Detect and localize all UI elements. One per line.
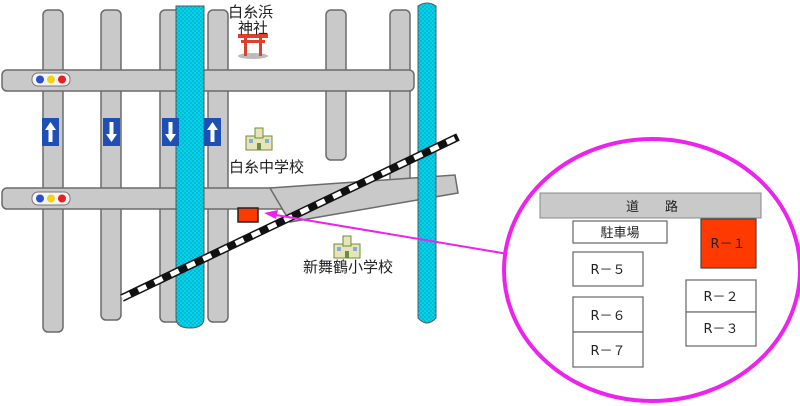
lot-r2 (685, 279, 757, 313)
detail-road-label: 道 路 (626, 199, 678, 215)
lot-r5 (572, 251, 644, 287)
road-vertical-1 (42, 9, 64, 333)
lot-r5-label: R－５ (590, 263, 625, 278)
callout-pointer (264, 210, 509, 255)
zoom-callout-circle (502, 137, 800, 403)
arrow-down-icon (103, 118, 120, 146)
parking-label: 駐車場 (600, 226, 639, 241)
torii-icon (238, 34, 268, 59)
destination-marker (237, 207, 259, 223)
parking-lot (572, 220, 668, 244)
school-icon (245, 127, 273, 151)
river-right (417, 2, 437, 324)
detail-road (539, 192, 762, 219)
traffic-signal-icon (31, 72, 71, 87)
shrine-label: 白糸浜 神社 (228, 3, 278, 37)
lot-r3 (685, 311, 757, 347)
road-vertical-4 (207, 9, 229, 323)
middle-school-label: 白糸中学校 (229, 158, 304, 176)
rivers (175, 2, 437, 329)
lot-r6-label: R－６ (590, 309, 625, 324)
lot-r7 (572, 331, 644, 368)
lot-r1 (700, 218, 757, 269)
lot-r3-label: R－３ (703, 322, 738, 337)
road-horizontal-top (1, 69, 415, 92)
road-diagonal (268, 174, 459, 223)
lot-r2-label: R－２ (703, 290, 738, 305)
arrow-up-icon (42, 118, 59, 146)
arrow-up-icon (204, 118, 221, 146)
lot-r7-label: R－７ (590, 344, 625, 359)
lot-r1-label: R－１ (710, 237, 745, 252)
school-icon (333, 235, 361, 259)
traffic-signal-icon (31, 191, 71, 206)
roads (1, 9, 459, 333)
river-left (175, 5, 205, 329)
road-vertical-2 (100, 9, 122, 321)
elementary-school-label: 新舞鶴小学校 (303, 258, 393, 276)
arrow-down-icon (162, 118, 179, 146)
